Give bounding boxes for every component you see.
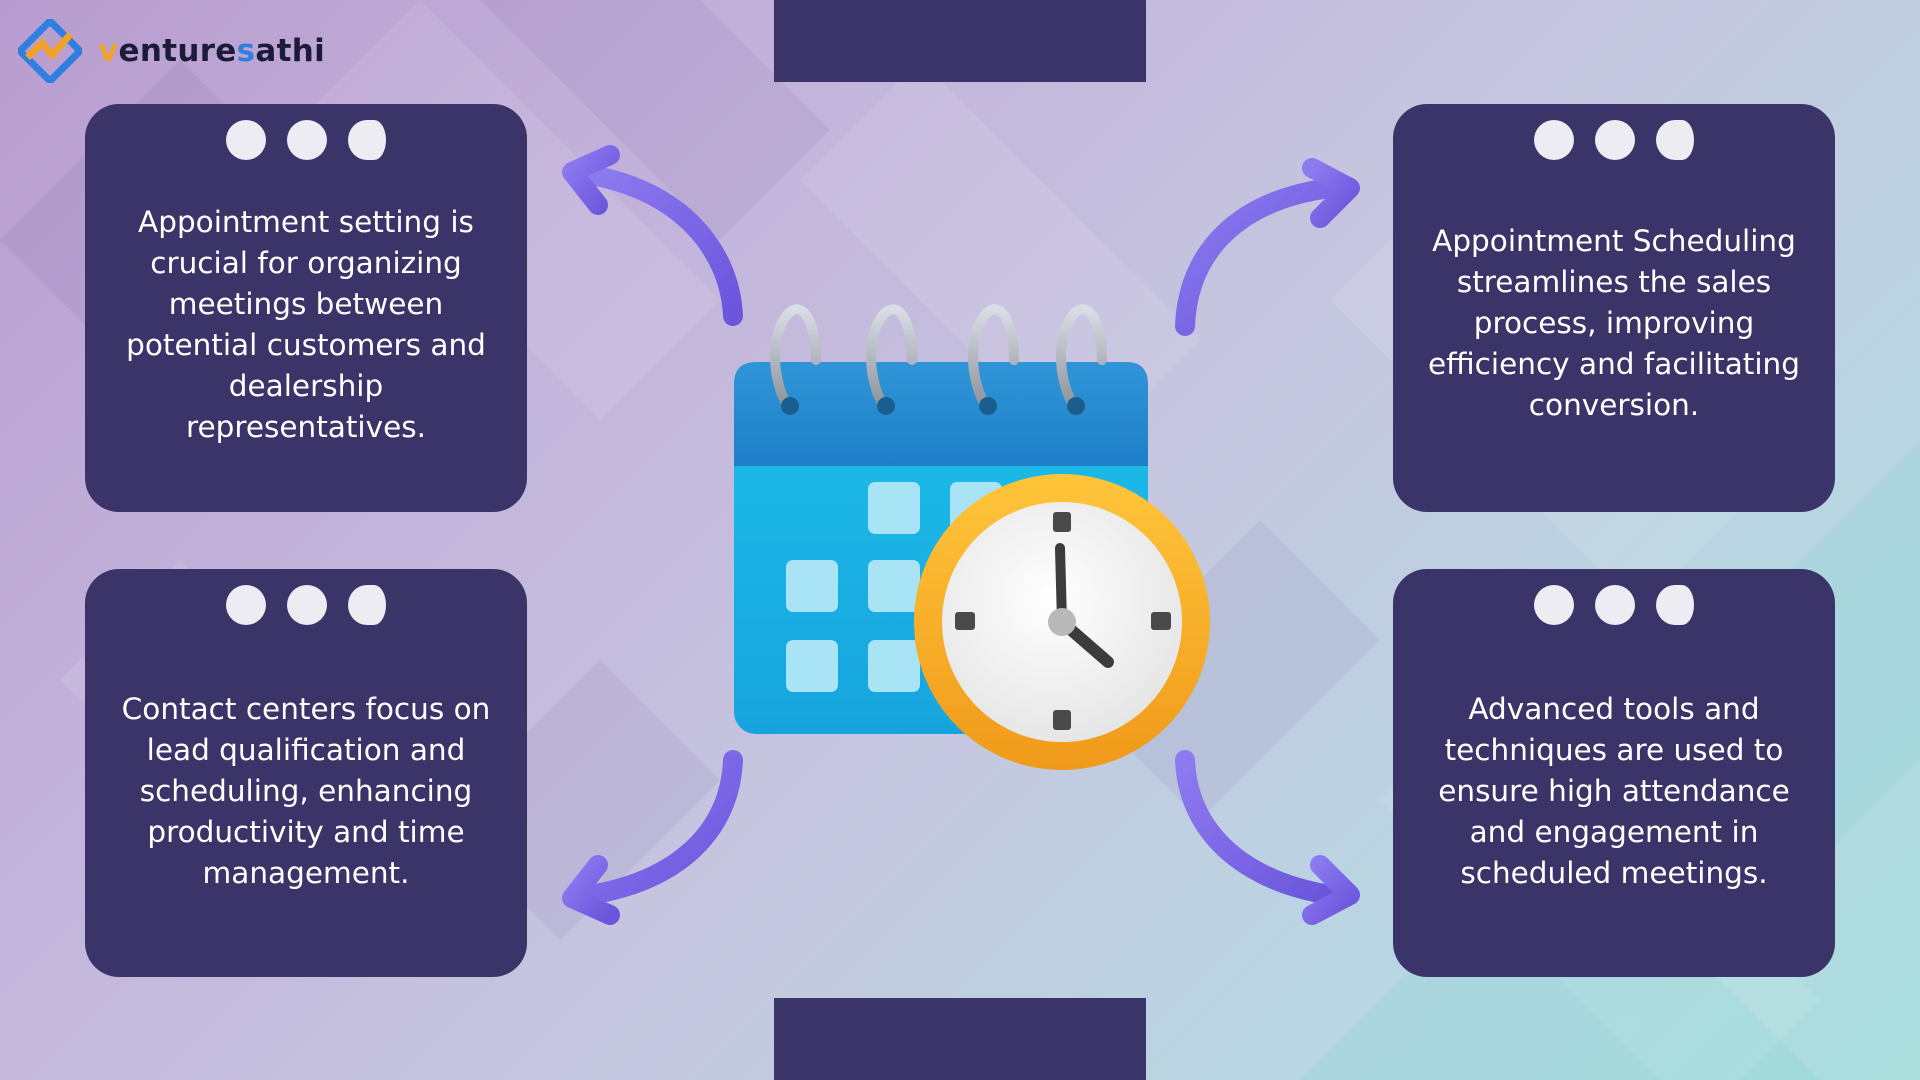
info-card-top-left: Appointment setting is crucial for organ… xyxy=(85,104,527,512)
brand-wordmark-prefix: v xyxy=(98,33,119,69)
window-dot xyxy=(348,120,386,160)
window-dot xyxy=(226,120,266,160)
info-card-text: Contact centers focus on lead qualificat… xyxy=(121,692,491,890)
arrowhead-bottom-right-icon xyxy=(1302,855,1360,925)
info-card-text: Advanced tools and techniques are used t… xyxy=(1438,692,1790,890)
window-dots xyxy=(1393,585,1835,625)
window-dot xyxy=(287,585,327,625)
window-dot xyxy=(287,120,327,160)
window-dot xyxy=(1595,120,1635,160)
arrowhead-top-left-icon xyxy=(562,145,620,215)
window-dots xyxy=(85,120,527,160)
info-card-top-right: Appointment Scheduling streamlines the s… xyxy=(1393,104,1835,512)
brand-logo: venturesathi xyxy=(18,18,325,84)
window-dot xyxy=(1534,585,1574,625)
arrowhead-top-right-icon xyxy=(1302,158,1360,228)
arrow-top-left-icon xyxy=(580,165,743,326)
window-dot xyxy=(226,585,266,625)
window-dot xyxy=(1595,585,1635,625)
bottom-center-bar xyxy=(774,998,1146,1080)
arrow-bottom-right-icon xyxy=(1175,750,1340,905)
window-dot xyxy=(348,585,386,625)
brand-wordmark-middle: enture xyxy=(118,33,237,69)
arrowhead-bottom-left-icon xyxy=(562,855,620,925)
info-card-bottom-right: Advanced tools and techniques are used t… xyxy=(1393,569,1835,977)
info-card-bottom-left: Contact centers focus on lead qualificat… xyxy=(85,569,527,977)
brand-wordmark: venturesathi xyxy=(98,33,325,69)
info-card-text: Appointment Scheduling streamlines the s… xyxy=(1428,224,1800,422)
top-center-bar xyxy=(774,0,1146,82)
brand-wordmark-accent: s xyxy=(236,33,256,69)
info-card-text: Appointment setting is crucial for organ… xyxy=(126,205,486,444)
window-dots xyxy=(1393,120,1835,160)
window-dots xyxy=(85,585,527,625)
brand-wordmark-suffix: athi xyxy=(255,33,326,69)
venturesathi-logo-icon xyxy=(18,19,82,83)
window-dot xyxy=(1534,120,1574,160)
arrow-bottom-left-icon xyxy=(580,750,743,905)
window-dot xyxy=(1656,120,1694,160)
calendar-clock-icon xyxy=(734,304,1210,770)
window-dot xyxy=(1656,585,1694,625)
